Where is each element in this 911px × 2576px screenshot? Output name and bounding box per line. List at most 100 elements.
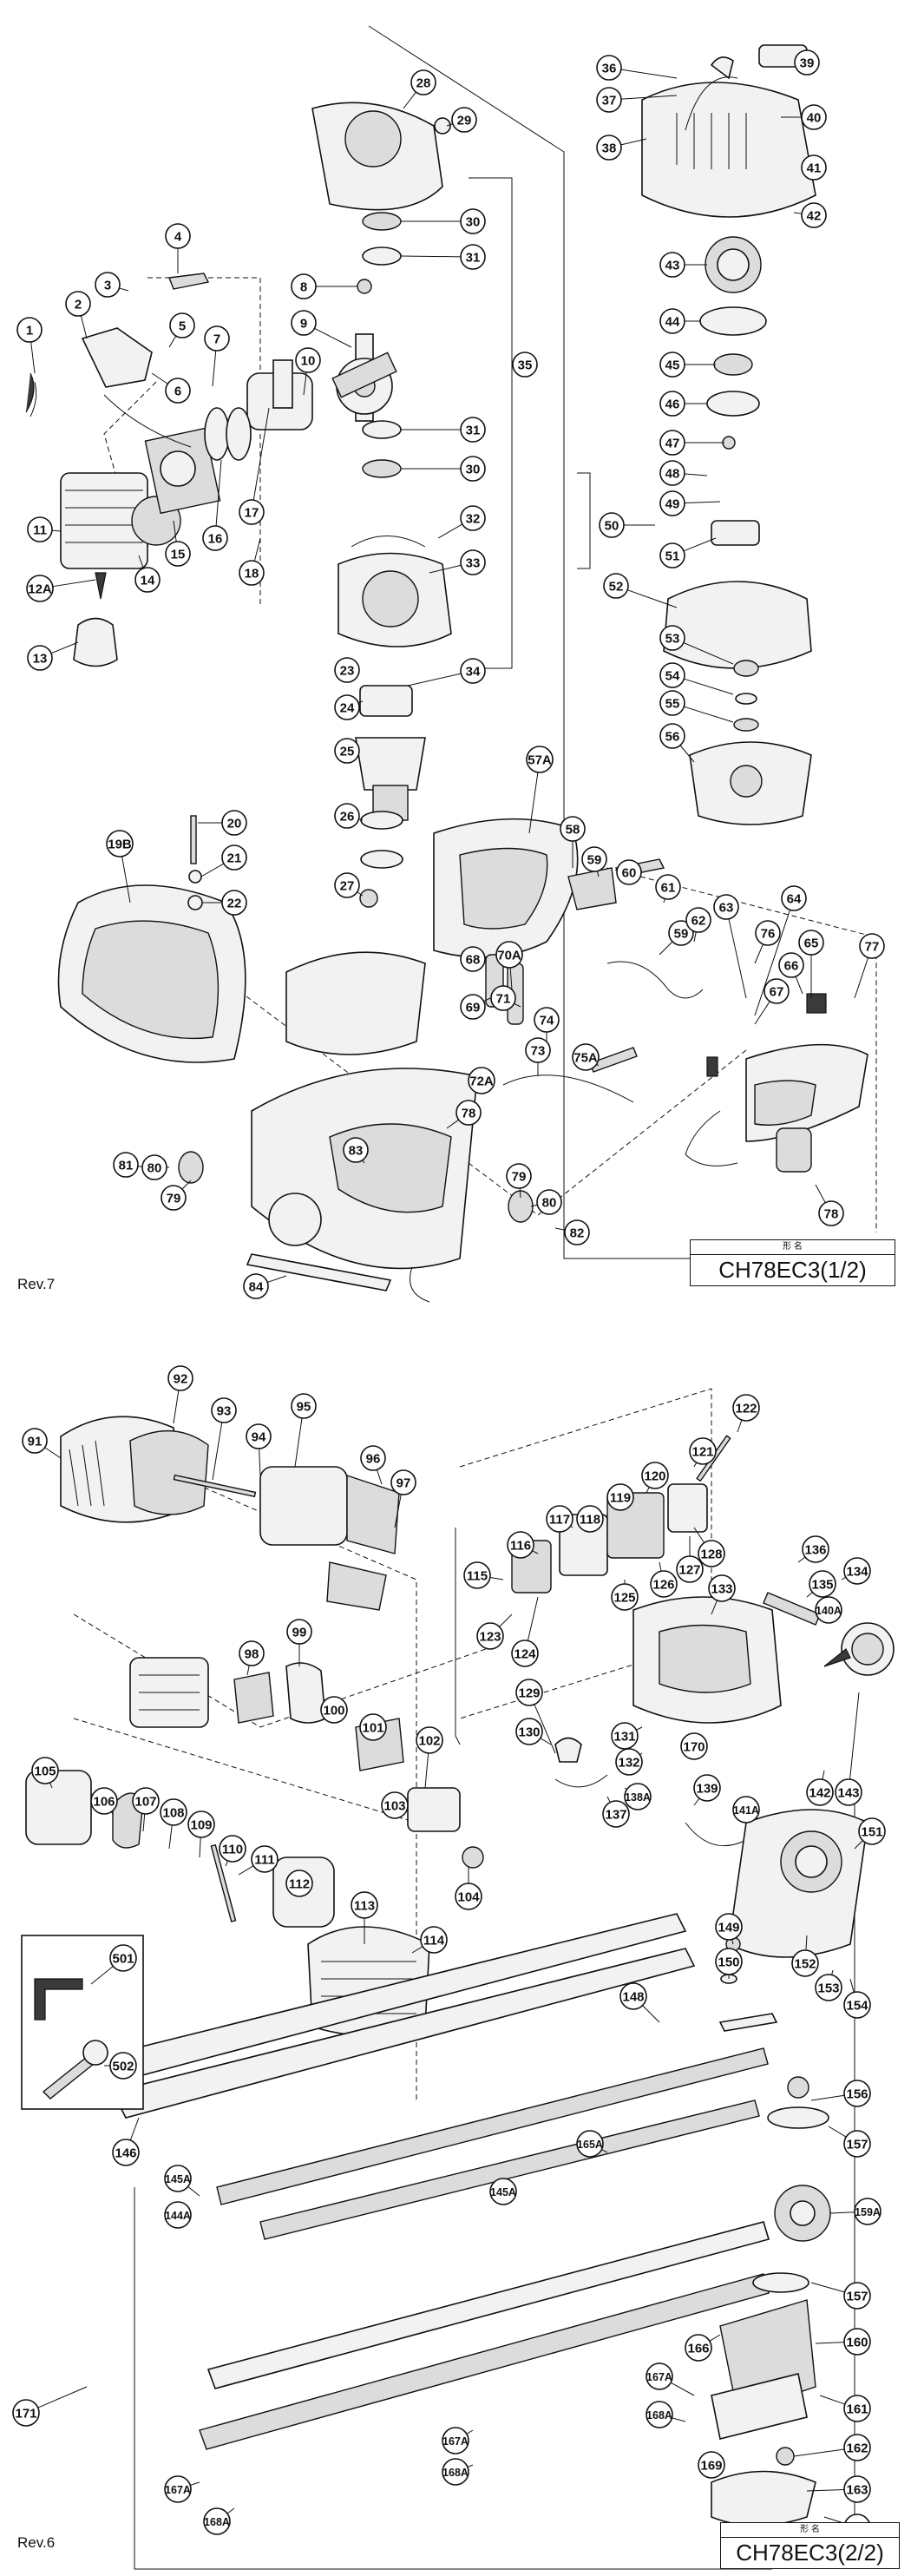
callout-number: 117 — [549, 1513, 570, 1528]
part-callout-125: 125 — [611, 1583, 639, 1611]
part-callout-157: 157 — [843, 2130, 871, 2158]
callout-number: 78 — [462, 1107, 476, 1121]
callout-number: 43 — [665, 259, 680, 273]
callout-number: 120 — [644, 1469, 665, 1484]
part-callout-82: 82 — [564, 1219, 590, 1245]
part-callout-117: 117 — [546, 1505, 573, 1533]
callout-leader-line — [829, 2211, 855, 2214]
callout-circle — [90, 1787, 118, 1815]
part-callout-110: 110 — [219, 1835, 246, 1863]
part-callout-59: 59 — [581, 846, 607, 872]
callout-leader-line — [670, 2382, 695, 2396]
callout-leader-line — [121, 856, 131, 904]
callout-circle — [843, 2475, 871, 2503]
callout-circle — [781, 885, 807, 911]
callout-number: 35 — [518, 358, 533, 373]
part-callout-65: 65 — [798, 930, 824, 956]
callout-circle — [512, 352, 538, 378]
callout-circle — [202, 525, 228, 551]
sheet1-model-name: CH78EC3(1/2) — [718, 1257, 867, 1283]
callout-leader-line — [80, 315, 88, 339]
part-callout-133: 133 — [708, 1574, 736, 1602]
callout-circle — [536, 1189, 562, 1215]
callout-leader-line — [636, 1726, 643, 1731]
callout-leader-line — [314, 327, 352, 348]
callout-circle — [659, 490, 685, 516]
callout-leader-line — [754, 943, 764, 964]
callout-leader-line — [466, 2429, 474, 2435]
callout-circle — [680, 1732, 708, 1760]
part-callout-25: 25 — [334, 738, 360, 764]
handle-housing-ignition — [685, 993, 868, 1173]
part-callout-105: 105 — [31, 1757, 59, 1784]
callout-number: 65 — [804, 936, 819, 951]
callout-number: 121 — [691, 1445, 713, 1460]
callout-number: 77 — [865, 940, 880, 955]
callout-number: 14 — [141, 574, 155, 588]
part-callout-6: 6 — [165, 378, 191, 404]
callout-circle — [164, 2165, 192, 2192]
part-callout-83: 83 — [343, 1137, 369, 1163]
part-callout-167a: 167A — [442, 2427, 469, 2454]
callout-leader-line — [528, 772, 539, 834]
callout-leader-line — [849, 1978, 855, 1993]
callout-leader-line — [737, 1419, 743, 1433]
callout-leader-line — [429, 564, 462, 574]
part-callout-32: 32 — [460, 505, 486, 531]
callout-leader-line — [225, 1860, 228, 1867]
callout-circle — [806, 1778, 834, 1806]
callout-number: 108 — [162, 1806, 184, 1821]
clutch-assembly — [345, 667, 426, 908]
callout-number: 127 — [678, 1563, 700, 1578]
callout-leader-line — [795, 976, 803, 995]
callout-circle — [515, 1718, 543, 1745]
callout-leader-line — [815, 1184, 826, 1203]
callout-number: 80 — [147, 1161, 162, 1176]
callout-circle — [22, 1428, 48, 1454]
part-callout-115: 115 — [463, 1561, 491, 1589]
callout-leader-line — [403, 91, 416, 109]
callout-circle — [211, 1397, 237, 1423]
callout-circle — [334, 872, 360, 898]
callout-leader-line — [659, 1561, 662, 1572]
callout-circle — [291, 1393, 317, 1419]
callout-leader-line — [540, 1738, 552, 1745]
callout-number: 48 — [665, 467, 680, 482]
callout-number: 55 — [665, 697, 680, 712]
callout-circle — [134, 567, 161, 593]
callout-circle — [460, 946, 486, 972]
part-callout-15: 15 — [165, 541, 191, 567]
callout-circle — [815, 1596, 842, 1624]
callout-circle — [442, 2427, 469, 2454]
callout-leader-line — [684, 706, 734, 723]
callout-leader-line — [267, 1275, 287, 1283]
callout-leader-line — [728, 918, 747, 999]
callout-circle — [755, 920, 781, 946]
callout-number: 53 — [665, 632, 680, 647]
callout-circle — [668, 920, 694, 946]
callout-circle — [451, 107, 477, 133]
callout-number: 58 — [566, 823, 580, 838]
callout-number: 59 — [587, 853, 602, 868]
callout-leader-line — [806, 1592, 813, 1598]
callout-circle — [572, 1043, 600, 1071]
part-callout-50: 50 — [599, 512, 625, 538]
part-callout-135: 135 — [809, 1570, 836, 1598]
callout-circle — [708, 1574, 736, 1602]
callout-circle — [489, 2178, 517, 2205]
part-callout-141a: 141A — [732, 1796, 760, 1824]
part-callout-28: 28 — [410, 69, 436, 95]
callout-number: 171 — [15, 2407, 36, 2422]
callout-circle — [815, 1974, 842, 2001]
callout-leader-line — [200, 863, 225, 877]
part-callout-101: 101 — [359, 1713, 387, 1741]
engine-carburetor-assembly — [129, 1657, 484, 1869]
callout-circle — [343, 1137, 369, 1163]
callout-circle — [164, 2201, 192, 2229]
callout-number: 32 — [466, 512, 481, 527]
callout-leader-line — [446, 1119, 459, 1129]
callout-number: 137 — [605, 1808, 626, 1823]
callout-number: 45 — [665, 358, 680, 373]
part-callout-169: 169 — [698, 2451, 725, 2479]
part-callout-131: 131 — [611, 1722, 639, 1750]
